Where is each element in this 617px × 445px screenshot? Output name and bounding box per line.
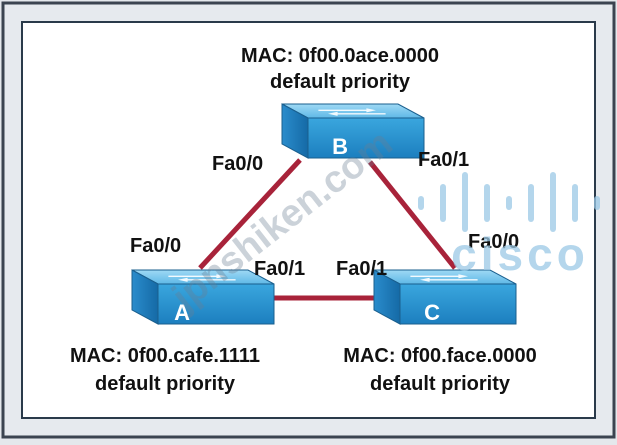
switch-c-mac: MAC: 0f00.face.0000 xyxy=(343,345,536,367)
switch-c-priority: default priority xyxy=(370,373,511,395)
switch-b-port-left: Fa0/0 xyxy=(212,153,263,175)
switch-b-port-right: Fa0/1 xyxy=(418,149,469,171)
switch-a-port-top: Fa0/0 xyxy=(130,235,181,257)
switch-a-priority: default priority xyxy=(95,373,236,395)
switch-c-label: C xyxy=(424,300,440,325)
cisco-logo-icon: cisco xyxy=(418,172,600,280)
switch-c-port-left: Fa0/1 xyxy=(336,258,387,280)
link-b-c xyxy=(368,160,457,270)
link-b-a xyxy=(198,158,302,270)
switch-a[interactable]: A xyxy=(131,269,275,325)
switch-b-priority: default priority xyxy=(270,71,411,93)
switch-b[interactable]: B xyxy=(281,103,425,159)
switch-a-mac: MAC: 0f00.cafe.1111 xyxy=(70,345,260,367)
inner-border xyxy=(21,21,596,419)
switch-a-port-right: Fa0/1 xyxy=(254,258,305,280)
cisco-logo-text: cisco xyxy=(451,228,589,280)
switch-c-port-top: Fa0/0 xyxy=(468,231,519,253)
switch-b-mac: MAC: 0f00.0ace.0000 xyxy=(241,45,439,67)
switch-a-label: A xyxy=(174,300,190,325)
switch-b-label: B xyxy=(332,134,348,159)
switch-c[interactable]: C xyxy=(373,269,517,325)
